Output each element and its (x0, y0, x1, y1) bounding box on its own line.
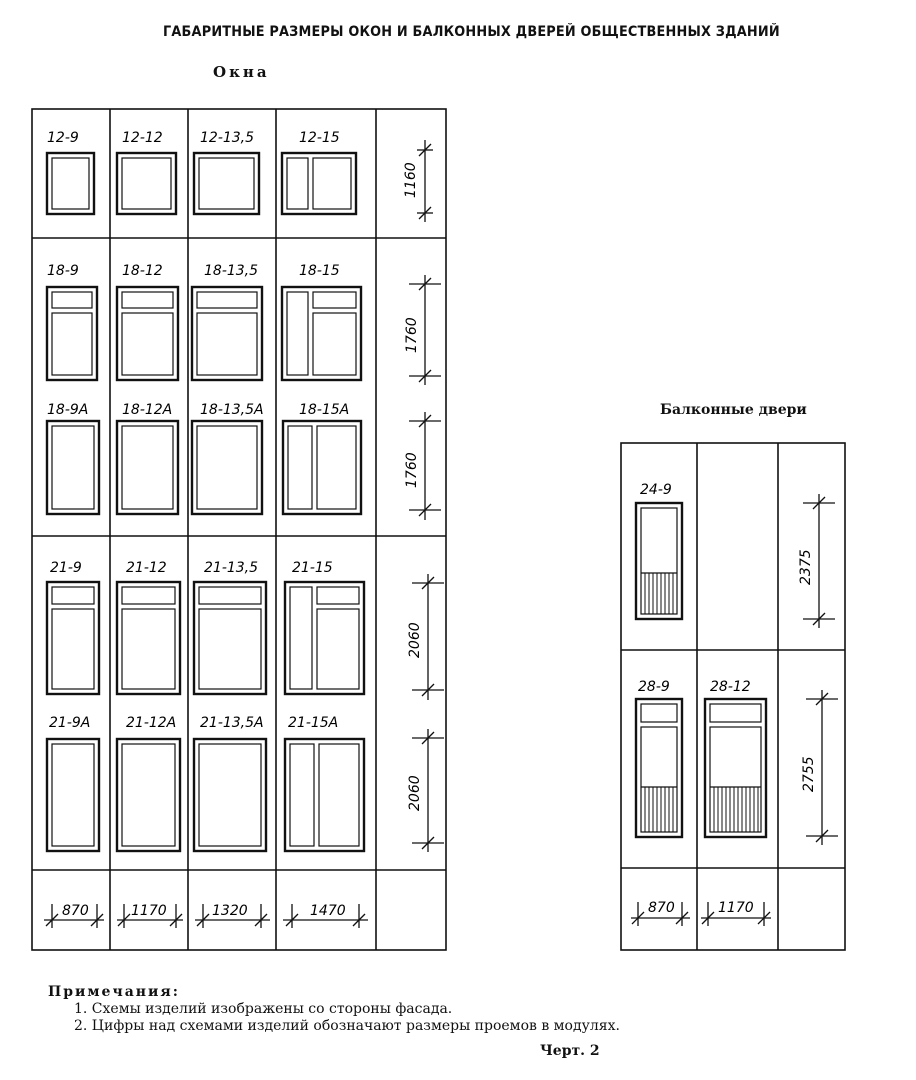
drawing-title: ГАБАРИТНЫЕ РАЗМЕРЫ ОКОН И БАЛКОННЫХ ДВЕР… (163, 24, 780, 40)
width-label: 870 (648, 900, 675, 916)
window-scheme-21-13-5a (192, 737, 268, 853)
height-label: 2060 (407, 622, 423, 658)
width-label: 1170 (718, 900, 754, 916)
door-height-labels: 2375 2755 (798, 549, 817, 792)
window-scheme-12-12 (115, 151, 178, 216)
note-item: 2. Цифры над схемами изделий обозначают … (74, 1018, 620, 1034)
window-label: 21-9А (49, 715, 90, 731)
window-label: 18-15А (299, 402, 349, 418)
window-scheme-18-15a (281, 419, 363, 516)
height-label: 1160 (403, 162, 419, 198)
window-label: 12-12 (122, 130, 163, 146)
height-label: 2755 (801, 756, 817, 792)
window-scheme-18-12a (115, 419, 180, 516)
window-scheme-18-9a (45, 419, 101, 516)
window-label: 21-12А (126, 715, 176, 731)
notes-heading: Примечания: (48, 984, 180, 1000)
window-label: 21-13,5А (200, 715, 264, 731)
window-label: 21-15А (288, 715, 338, 731)
door-width-dimensions (631, 902, 771, 926)
doors-table-grid (620, 442, 846, 951)
window-label: 21-13,5 (204, 560, 258, 576)
window-scheme-18-13-5a (190, 419, 264, 516)
window-scheme-18-12 (115, 285, 180, 382)
window-scheme-18-15 (280, 285, 363, 382)
balcony-doors-heading: Балконные двери (660, 402, 807, 418)
window-label: 12-13,5 (200, 130, 254, 146)
door-schematics (634, 501, 768, 839)
door-scheme-28-9 (634, 697, 684, 839)
window-height-labels: 1160 1760 1760 2060 2060 (403, 162, 423, 811)
door-label: 28-12 (710, 679, 751, 695)
door-panel-hatch (713, 787, 759, 832)
height-label: 2060 (407, 775, 423, 811)
height-label: 1760 (404, 317, 420, 353)
door-labels: 24-9 28-9 28-12 (638, 482, 751, 695)
window-label: 21-15 (292, 560, 333, 576)
door-label: 24-9 (640, 482, 672, 498)
door-panel-hatch (644, 573, 674, 614)
height-label: 2375 (798, 549, 814, 585)
window-label: 18-13,5А (200, 402, 264, 418)
window-label: 18-12 (122, 263, 163, 279)
width-label: 1470 (310, 903, 346, 919)
window-label: 18-15 (299, 263, 340, 279)
door-height-dimensions (803, 494, 838, 845)
window-scheme-12-15 (280, 151, 358, 216)
door-scheme-28-12 (703, 697, 768, 839)
window-scheme-21-9a (45, 737, 101, 853)
note-item: 1. Схемы изделий изображены со стороны ф… (74, 1001, 453, 1017)
window-scheme-21-15 (283, 580, 366, 696)
window-scheme-18-13-5 (190, 285, 264, 382)
windows-heading: Окна (213, 63, 270, 81)
door-width-labels: 870 1170 (648, 900, 754, 916)
window-height-dimensions (409, 140, 444, 852)
window-scheme-21-12 (115, 580, 182, 696)
window-label: 18-12А (122, 402, 172, 418)
window-label: 18-9А (47, 402, 88, 418)
width-label: 1170 (131, 903, 167, 919)
door-label: 28-9 (638, 679, 670, 695)
window-width-labels: 870 1170 1320 1470 (62, 903, 346, 919)
window-scheme-12-9 (45, 151, 96, 216)
window-scheme-21-9 (45, 580, 101, 696)
door-panel-hatch (644, 787, 674, 832)
window-schematics (45, 151, 366, 853)
width-label: 870 (62, 903, 89, 919)
drawing-number: Черт. 2 (540, 1043, 600, 1059)
notes: Примечания: 1. Схемы изделий изображены … (48, 984, 620, 1035)
window-scheme-21-15a (283, 737, 366, 853)
window-scheme-12-13-5 (192, 151, 261, 216)
window-labels: 12-9 12-12 12-13,5 12-15 18-9 18-12 18-1… (47, 130, 349, 731)
window-label: 21-9 (50, 560, 82, 576)
width-label: 1320 (212, 903, 248, 919)
window-label: 21-12 (126, 560, 167, 576)
windows-table-grid (31, 108, 447, 951)
door-scheme-24-9 (634, 501, 684, 621)
window-label: 18-9 (47, 263, 79, 279)
window-scheme-21-13-5 (192, 580, 268, 696)
window-scheme-18-9 (45, 285, 99, 382)
window-label: 18-13,5 (204, 263, 258, 279)
window-label: 12-15 (299, 130, 340, 146)
window-label: 12-9 (47, 130, 79, 146)
window-scheme-21-12a (115, 737, 182, 853)
window-width-dimensions (44, 904, 368, 928)
height-label: 1760 (404, 452, 420, 488)
